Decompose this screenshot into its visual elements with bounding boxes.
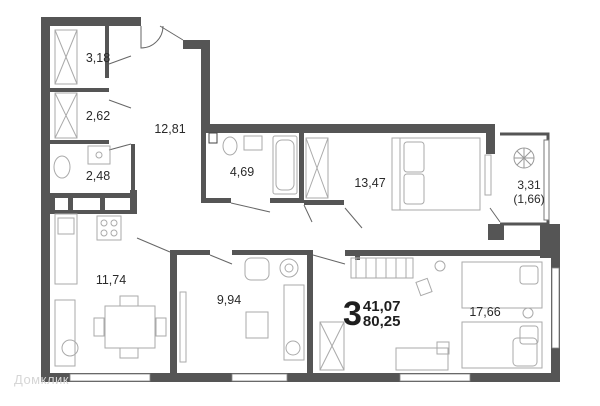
room-area-bedroom-2: 9,94 (216, 292, 242, 307)
summary-areas: 41,07 80,25 (363, 299, 401, 329)
windows (69, 267, 560, 382)
balcony-walls (500, 132, 550, 226)
room-area-balcony: 3,31 (1,66) (513, 178, 544, 206)
room-area-living-room: 17,66 (469, 304, 501, 319)
living-area: 41,07 (362, 298, 401, 315)
room-area-bedroom-1: 13,47 (354, 175, 386, 190)
room-count: 3 (343, 295, 362, 333)
room-area-kitchen: 11,74 (95, 272, 127, 287)
interior-walls (50, 26, 540, 375)
bedroom2-furniture (179, 257, 305, 363)
room-area-bath: 4,69 (229, 164, 255, 179)
balcony-area: 3,31 (517, 178, 541, 192)
room-area-storage-2: 2,62 (85, 108, 111, 123)
room-area-hallway: 12,81 (154, 121, 186, 136)
room-area-bathroom: 2,48 (85, 168, 111, 183)
total-area: 80,25 (362, 313, 401, 330)
balcony-area-reduced: (1,66) (513, 192, 545, 206)
bathroom-fixtures (53, 145, 111, 179)
room-area-storage-1: 3,18 (85, 50, 111, 65)
bath-fixtures (208, 132, 298, 195)
storage-shelves (54, 29, 78, 139)
balcony-plant (513, 147, 535, 169)
bedroom1-furniture (305, 137, 492, 211)
apartment-summary: 3 41,07 80,25 (343, 297, 400, 331)
doors (108, 25, 501, 265)
living-furniture (319, 257, 543, 371)
watermark: Домклик (14, 372, 69, 387)
kitchen-furniture (54, 213, 167, 367)
